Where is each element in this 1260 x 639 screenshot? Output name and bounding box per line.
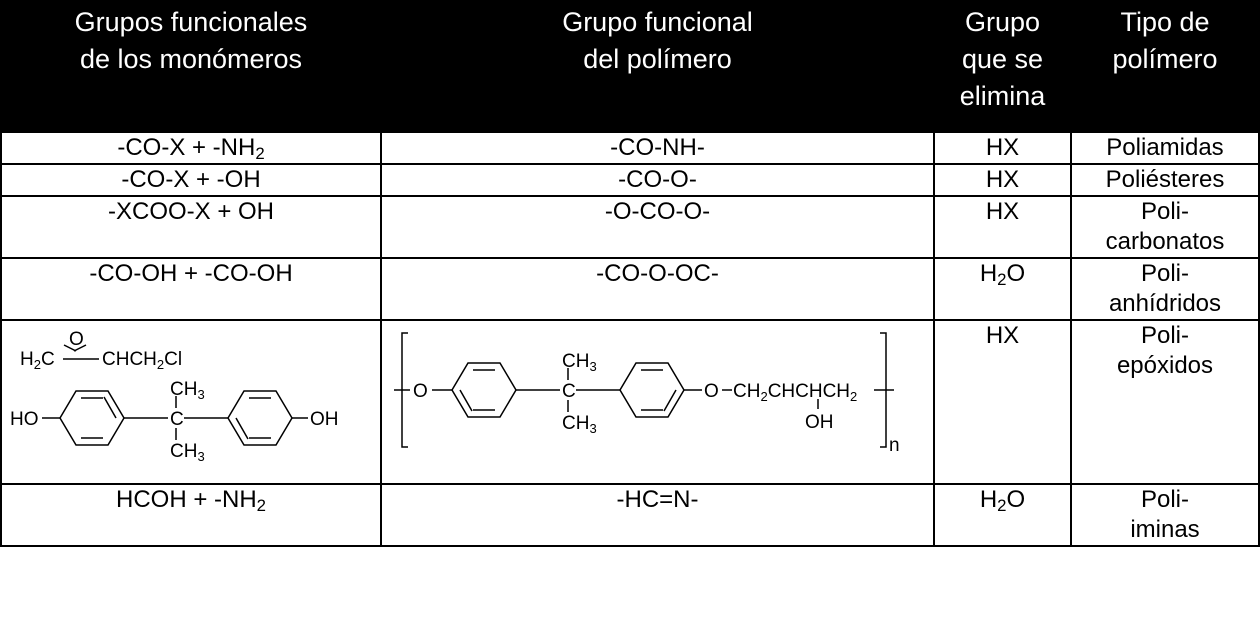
monomer-groups-cell: HCOH + -NH2: [0, 483, 382, 547]
eliminated-group-cell: HX: [933, 163, 1072, 197]
monomer-groups-cell: -CO-OH + -CO-OH: [0, 257, 382, 321]
polymer-methyl-top: CH3: [562, 351, 597, 374]
epichlorohydrin-bisphenol-structures: O H2C CHCH2Cl HO C CH3 CH3 OH: [10, 329, 339, 464]
polymer-methyl-bottom: CH3: [562, 413, 597, 436]
epoxide-h2c: H2C: [20, 349, 55, 372]
eliminated-group-cell: HX: [933, 131, 1072, 165]
bisphenol-oh: OH: [310, 409, 339, 430]
table-row: -CO-X + -OH -CO-O- HX Poliésteres: [0, 163, 1260, 197]
polymer-group-cell: -CO-O-OC-: [380, 257, 935, 321]
polymer-type-cell: Poliamidas: [1070, 131, 1260, 165]
table-row: -CO-X + -NH2 -CO-NH- HX Poliamidas: [0, 131, 1260, 165]
header-polymer-type: Tipo de polímero: [1070, 0, 1260, 133]
header-eliminated-group: Grupo que se elimina: [933, 0, 1072, 133]
header-row: Grupos funcionales de los monómeros Grup…: [0, 0, 1260, 133]
header-polymer-group: Grupo funcional del polímero: [380, 0, 935, 133]
polymer-group-cell: -CO-O-: [380, 163, 935, 197]
polymer-chain: CH2CHCHCH2: [733, 381, 857, 404]
polymer-type-cell: Poliésteres: [1070, 163, 1260, 197]
epoxide-chain: CHCH2Cl: [102, 349, 182, 372]
monomer-groups-cell: -XCOO-X + OH: [0, 195, 382, 259]
table-row: O H2C CHCH2Cl HO C CH3 CH3 OH: [0, 319, 1260, 485]
polymer-table: Grupos funcionales de los monómeros Grup…: [0, 0, 1260, 547]
eliminated-group-cell: H2O: [933, 257, 1072, 321]
polymer-central-carbon: C: [562, 381, 576, 402]
bisphenol-ho: HO: [10, 409, 39, 430]
header-monomer-groups: Grupos funcionales de los monómeros: [0, 0, 382, 133]
polymer-type-cell: Poli-anhídridos: [1070, 257, 1260, 321]
polymer-group-cell: -O-CO-O-: [380, 195, 935, 259]
polymer-oxygen-left: O: [413, 381, 428, 402]
polymer-type-cell: Poli-carbonatos: [1070, 195, 1260, 259]
monomer-atom-labels: O H2C CHCH2Cl HO C CH3 CH3 OH: [10, 329, 339, 464]
polymer-atom-labels: O C CH3 CH3 O CH2CHCHCH2 OH n: [413, 351, 900, 456]
polymer-repeat-n: n: [889, 435, 900, 456]
polymer-oxygen-right: O: [704, 381, 719, 402]
table-row: -XCOO-X + OH -O-CO-O- HX Poli-carbonatos: [0, 195, 1260, 259]
monomer-groups-cell: -CO-X + -NH2: [0, 131, 382, 165]
polymer-hydroxyl: OH: [805, 412, 834, 433]
polymer-type-cell: Poli-epóxidos: [1070, 319, 1260, 485]
eliminated-group-cell: HX: [933, 319, 1072, 485]
bisphenol-central-carbon: C: [170, 409, 184, 430]
epoxy-polymer-structure: O C CH3 CH3 O CH2CHCHCH2 OH n: [394, 332, 900, 456]
table-row: HCOH + -NH2 -HC=N- H2O Poli-iminas: [0, 483, 1260, 547]
epoxide-oxygen: O: [69, 329, 84, 350]
eliminated-group-cell: H2O: [933, 483, 1072, 547]
polymer-structure-cell: O C CH3 CH3 O CH2CHCHCH2 OH n: [380, 319, 935, 485]
polymer-type-cell: Poli-iminas: [1070, 483, 1260, 547]
bisphenol-methyl-bottom: CH3: [170, 441, 205, 464]
polymer-group-cell: -CO-NH-: [380, 131, 935, 165]
monomer-structures-cell: O H2C CHCH2Cl HO C CH3 CH3 OH: [0, 319, 382, 485]
monomer-bonds: [42, 344, 308, 446]
bisphenol-methyl-top: CH3: [170, 379, 205, 402]
monomer-groups-cell: -CO-X + -OH: [0, 163, 382, 197]
table-row: -CO-OH + -CO-OH -CO-O-OC- H2O Poli-anhíd…: [0, 257, 1260, 321]
polymer-bonds: [394, 332, 894, 448]
eliminated-group-cell: HX: [933, 195, 1072, 259]
polymer-group-cell: -HC=N-: [380, 483, 935, 547]
